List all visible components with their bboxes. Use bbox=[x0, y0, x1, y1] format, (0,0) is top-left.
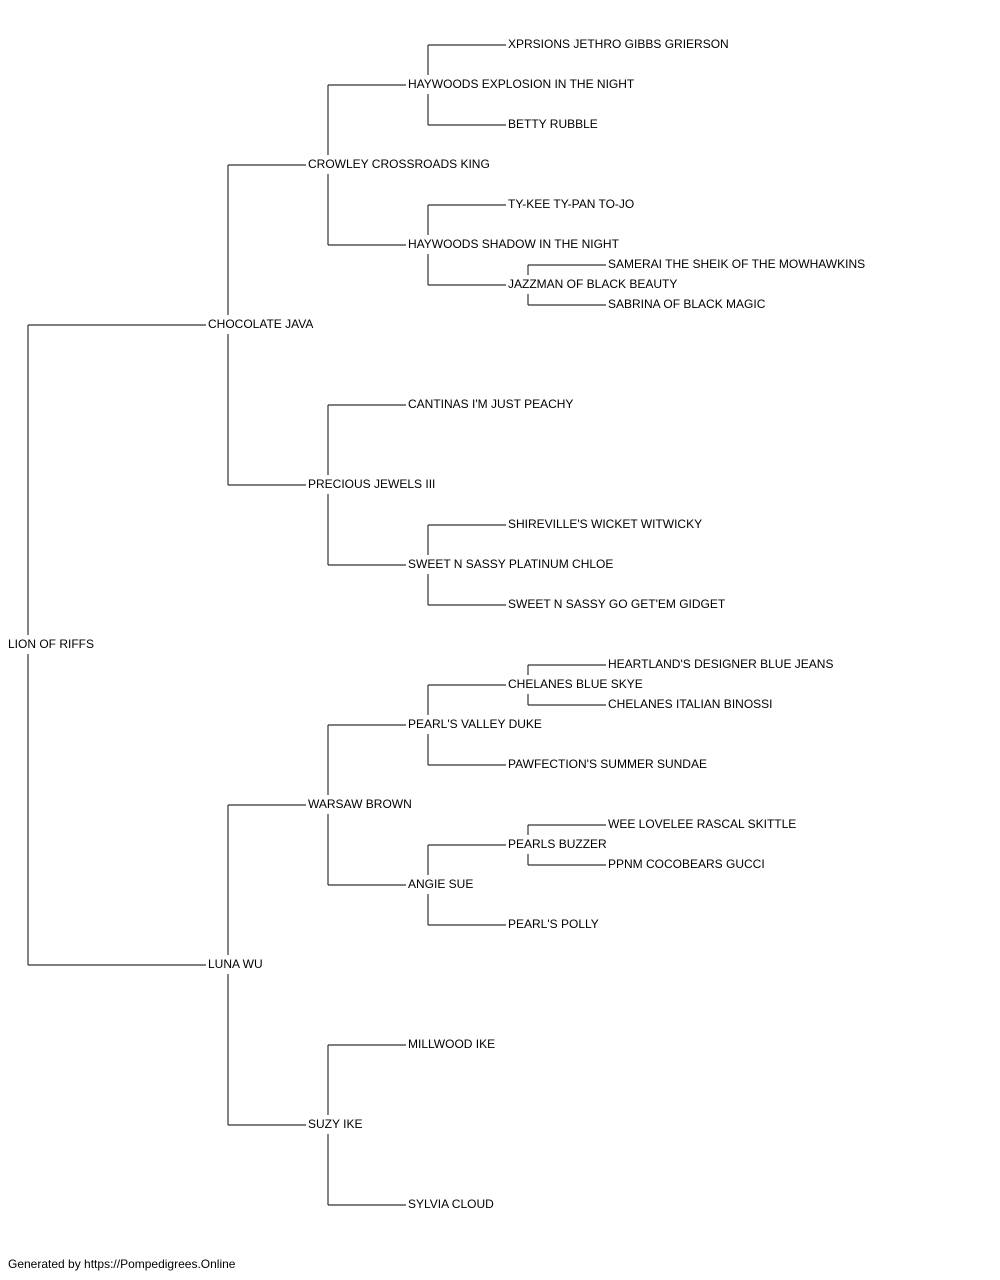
ancestor-name: CANTINAS I'M JUST PEACHY bbox=[408, 397, 574, 411]
ancestor-name: LUNA WU bbox=[208, 957, 263, 971]
ancestor-name: BETTY RUBBLE bbox=[508, 117, 598, 131]
ancestor-name: SWEET N SASSY GO GET'EM GIDGET bbox=[508, 597, 726, 611]
ancestor-name: SYLVIA CLOUD bbox=[408, 1197, 494, 1211]
ancestor-name: SUZY IKE bbox=[308, 1117, 363, 1131]
ancestor-name: CHELANES ITALIAN BINOSSI bbox=[608, 697, 773, 711]
ancestor-name: HAYWOODS SHADOW IN THE NIGHT bbox=[408, 237, 619, 251]
ancestor-name: CROWLEY CROSSROADS KING bbox=[308, 157, 490, 171]
ancestor-name: CHELANES BLUE SKYE bbox=[508, 677, 643, 691]
ancestor-name: CHOCOLATE JAVA bbox=[208, 317, 314, 331]
ancestor-name: PAWFECTION'S SUMMER SUNDAE bbox=[508, 757, 707, 771]
ancestor-name: PEARL'S POLLY bbox=[508, 917, 599, 931]
ancestor-name: PEARL'S VALLEY DUKE bbox=[408, 717, 542, 731]
ancestor-name: HEARTLAND'S DESIGNER BLUE JEANS bbox=[608, 657, 834, 671]
ancestor-name: MILLWOOD IKE bbox=[408, 1037, 496, 1051]
ancestor-name: PPNM COCOBEARS GUCCI bbox=[608, 857, 765, 871]
subject-dog-name: LION OF RIFFS bbox=[8, 637, 95, 651]
ancestor-name: WARSAW BROWN bbox=[308, 797, 412, 811]
ancestor-name: SAMERAI THE SHEIK OF THE MOWHAWKINS bbox=[608, 257, 866, 271]
ancestor-name: SWEET N SASSY PLATINUM CHLOE bbox=[408, 557, 614, 571]
ancestor-name: TY-KEE TY-PAN TO-JO bbox=[508, 197, 635, 211]
generator-credit: Generated by https://Pompedigrees.Online bbox=[8, 1257, 236, 1271]
ancestor-name: PRECIOUS JEWELS III bbox=[308, 477, 436, 491]
ancestor-name: SHIREVILLE'S WICKET WITWICKY bbox=[508, 517, 703, 531]
ancestor-name: WEE LOVELEE RASCAL SKITTLE bbox=[608, 817, 797, 831]
ancestor-name: PEARLS BUZZER bbox=[508, 837, 607, 851]
ancestor-name: ANGIE SUE bbox=[408, 877, 474, 891]
ancestor-name: HAYWOODS EXPLOSION IN THE NIGHT bbox=[408, 77, 635, 91]
ancestor-name: JAZZMAN OF BLACK BEAUTY bbox=[508, 277, 678, 291]
ancestor-name: SABRINA OF BLACK MAGIC bbox=[608, 297, 766, 311]
ancestor-name: XPRSIONS JETHRO GIBBS GRIERSON bbox=[508, 37, 729, 51]
